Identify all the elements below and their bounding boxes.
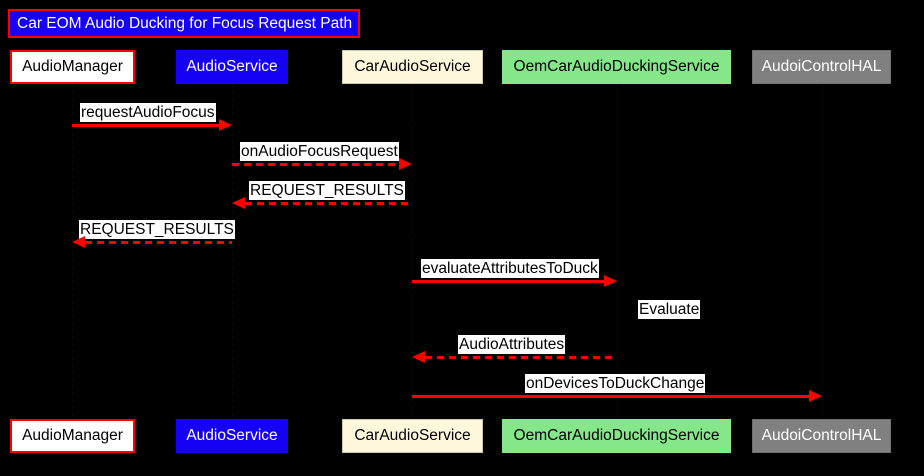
participant-foot-audiomanager[interactable]: AudioManager (10, 419, 135, 453)
diagram-title-text: Car EOM Audio Ducking for Focus Request … (17, 14, 353, 32)
message-arrowhead-evaluate-attributes-to-duck (604, 275, 617, 287)
message-label-request-results-2: REQUEST_RESULTS (79, 220, 235, 239)
participant-head-label-oemcaraudioduckingservice: OemCarAudioDuckingService (513, 58, 720, 75)
participant-foot-audoicontrolhal[interactable]: AudoiControlHAL (752, 419, 891, 453)
lifeline-caraudioservice (412, 84, 413, 418)
message-arrowhead-audio-attributes (412, 351, 425, 363)
participant-foot-oemcaraudioduckingservice[interactable]: OemCarAudioDuckingService (502, 419, 731, 453)
participant-foot-label-audioservice: AudioService (186, 427, 278, 444)
participant-foot-label-audoicontrolhal: AudoiControlHAL (761, 427, 882, 444)
lifeline-oemcaraudioduckingservice (617, 84, 618, 418)
message-arrowhead-on-devices-to-duck-change (809, 390, 822, 402)
message-line-evaluate-attributes-to-duck (412, 280, 605, 283)
message-label-request-audio-focus: requestAudioFocus (80, 103, 216, 122)
participant-head-label-caraudioservice: CarAudioService (354, 58, 471, 75)
participant-head-label-audoicontrolhal: AudoiControlHAL (761, 58, 882, 75)
message-label-on-devices-to-duck-change: onDevicesToDuckChange (525, 374, 706, 393)
participant-head-audioservice[interactable]: AudioService (176, 50, 288, 84)
message-line-on-audio-focus-request (232, 163, 400, 166)
message-label-evaluate-attributes-to-duck: evaluateAttributesToDuck (421, 259, 599, 278)
message-line-request-results-2 (85, 241, 232, 244)
message-arrowhead-on-audio-focus-request (399, 158, 412, 170)
participant-head-oemcaraudioduckingservice[interactable]: OemCarAudioDuckingService (502, 50, 731, 84)
participant-foot-label-oemcaraudioduckingservice: OemCarAudioDuckingService (513, 427, 720, 444)
message-line-request-results-1 (245, 202, 412, 205)
participant-head-caraudioservice[interactable]: CarAudioService (342, 50, 483, 84)
participant-head-audoicontrolhal[interactable]: AudoiControlHAL (752, 50, 891, 84)
message-line-request-audio-focus (72, 124, 220, 127)
participant-head-audiomanager[interactable]: AudioManager (10, 50, 135, 84)
message-label-request-results-1: REQUEST_RESULTS (249, 181, 405, 200)
participant-head-label-audioservice: AudioService (186, 58, 278, 75)
lifeline-audioservice (232, 84, 233, 418)
participant-foot-label-audiomanager: AudioManager (22, 427, 123, 444)
participant-foot-label-caraudioservice: CarAudioService (354, 427, 471, 444)
lifeline-audoicontrolhal (822, 84, 823, 418)
message-label-on-audio-focus-request: onAudioFocusRequest (240, 142, 399, 161)
diagram-title: Car EOM Audio Ducking for Focus Request … (8, 9, 360, 38)
message-arrowhead-request-results-1 (232, 197, 245, 209)
note-evaluate: Evaluate (638, 300, 701, 319)
participant-head-label-audiomanager: AudioManager (22, 58, 123, 75)
participant-foot-audioservice[interactable]: AudioService (176, 419, 288, 453)
participant-foot-caraudioservice[interactable]: CarAudioService (342, 419, 483, 453)
message-line-on-devices-to-duck-change (412, 395, 810, 398)
lifeline-audiomanager (72, 84, 73, 418)
message-line-audio-attributes (425, 356, 617, 359)
message-label-audio-attributes: AudioAttributes (458, 335, 566, 354)
message-arrowhead-request-audio-focus (219, 119, 232, 131)
message-arrowhead-request-results-2 (72, 236, 85, 248)
